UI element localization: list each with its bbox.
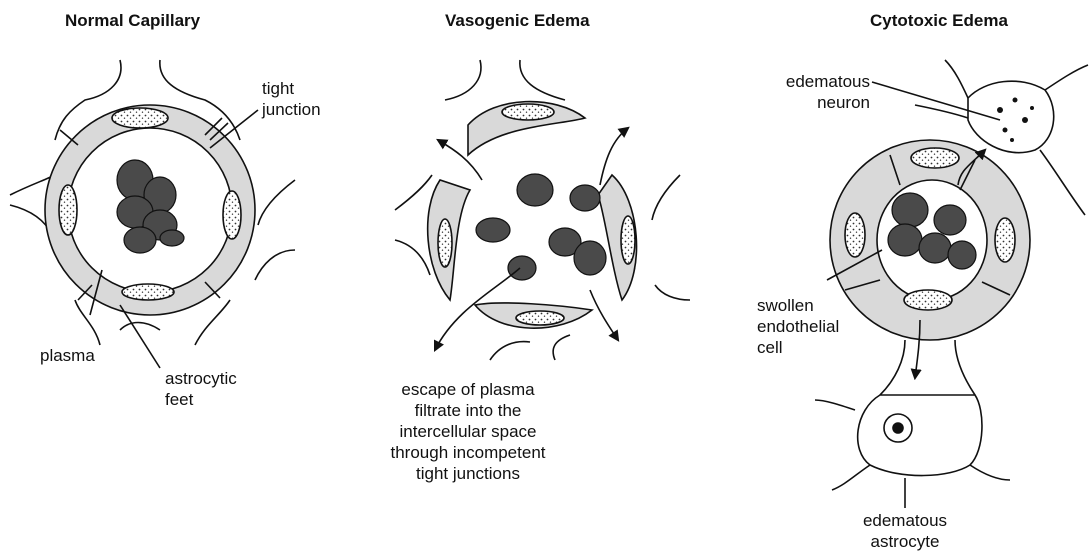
astrocyte-process <box>258 180 295 225</box>
endothelial-nucleus <box>112 108 168 128</box>
label-edematous-astrocyte: edematous astrocyte <box>840 510 970 552</box>
astrocyte-process <box>445 60 481 100</box>
red-blood-cell <box>517 174 553 206</box>
astrocyte-process <box>832 465 870 490</box>
escape-arrow <box>590 290 618 340</box>
astrocyte-process <box>255 250 295 280</box>
panel-title-cytotoxic: Cytotoxic Edema <box>870 11 1008 31</box>
endothelial-nucleus <box>223 191 241 239</box>
endothelial-nucleus <box>438 219 452 267</box>
astrocyte-process <box>395 175 432 210</box>
neuron-granule <box>1022 117 1028 123</box>
astrocyte-process <box>195 300 230 345</box>
endothelial-nucleus <box>995 218 1015 262</box>
red-blood-cell <box>919 233 951 263</box>
red-blood-cell <box>160 230 184 246</box>
label-swollen-endothelial-cell: swollen endothelial cell <box>757 295 839 358</box>
astrocyte-process <box>553 335 570 360</box>
label-tight-junction: tight junction <box>262 78 321 120</box>
endothelial-nucleus <box>122 284 174 300</box>
endothelial-nucleus <box>845 213 865 257</box>
red-blood-cell <box>948 241 976 269</box>
astrocyte-process <box>520 60 565 100</box>
astrocyte-process <box>490 342 530 360</box>
red-blood-cell <box>476 218 510 242</box>
neuron-process <box>915 105 968 118</box>
neuron-process <box>1045 65 1088 90</box>
astrocyte-process <box>655 285 690 300</box>
vasogenic-capillary <box>395 60 690 360</box>
label-edematous-neuron: edematous neuron <box>760 71 870 113</box>
edematous-astrocyte-body <box>858 395 982 476</box>
endothelial-nucleus <box>502 104 554 120</box>
edematous-neuron-body <box>968 81 1054 153</box>
astrocyte-stalk <box>955 340 975 395</box>
red-blood-cell <box>124 227 156 253</box>
cytotoxic-capillary <box>815 60 1088 508</box>
astrocyte-process <box>120 323 160 331</box>
label-plasma: plasma <box>40 345 95 366</box>
normal-capillary <box>10 60 295 368</box>
endothelial-nucleus <box>59 185 77 235</box>
endothelial-nucleus <box>516 311 564 325</box>
astrocyte-process <box>815 400 855 410</box>
astrocyte-process <box>395 240 430 275</box>
neuron-granule <box>1013 98 1018 103</box>
label-astrocytic-feet: astrocytic feet <box>165 368 237 410</box>
neuron-process <box>945 60 968 98</box>
endothelial-nucleus <box>911 148 959 168</box>
red-blood-cell <box>508 256 536 280</box>
panel-title-vasogenic: Vasogenic Edema <box>445 11 590 31</box>
astrocyte-nucleolus <box>893 423 903 433</box>
astrocyte-process <box>652 175 680 220</box>
astrocyte-stalk <box>880 340 905 395</box>
caption-vasogenic: escape of plasma filtrate into the inter… <box>368 379 568 484</box>
red-blood-cell <box>570 185 600 211</box>
neuron-granule <box>1003 128 1008 133</box>
neuron-granule <box>997 107 1003 113</box>
red-blood-cell <box>888 224 922 256</box>
neuron-granule <box>1010 138 1014 142</box>
endothelial-nucleus <box>904 290 952 310</box>
red-blood-cell <box>934 205 966 235</box>
astrocyte-process <box>970 465 1010 480</box>
red-blood-cell <box>574 241 606 275</box>
neuron-granule <box>1030 106 1034 110</box>
red-blood-cell <box>892 193 928 227</box>
neuron-process <box>1040 150 1085 215</box>
panel-title-normal: Normal Capillary <box>65 11 200 31</box>
endothelial-nucleus <box>621 216 635 264</box>
astrocyte-process <box>75 300 100 345</box>
